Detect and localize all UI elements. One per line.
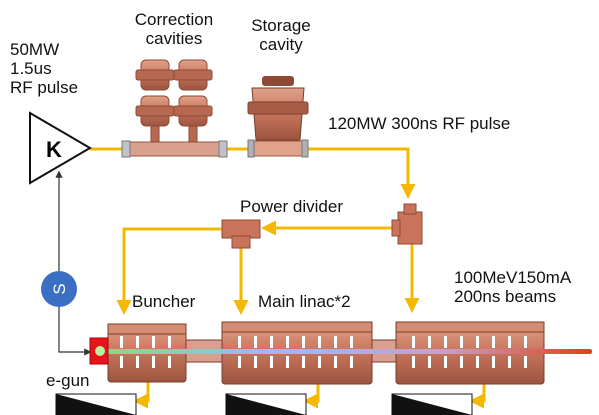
klystron-spec-label: 50MW 1.5us RF pulse [10,40,78,97]
branch-hybrid [221,219,261,249]
correction-cavities [121,59,228,158]
klystron-duration-text: 1.5us [10,59,52,78]
cell-irises [120,336,527,368]
compressed-pulse-label: 120MW 300ns RF pulse [328,114,511,133]
linac1-load [225,393,307,415]
storage-cavity-label: Storage cavity [244,16,318,54]
power-divider [391,203,423,245]
storage-cavity [247,76,309,158]
correction-cavities-label: Correction cavities [124,10,224,48]
klystron-pulse-text: RF pulse [10,78,79,97]
branch-to-buncher-line [116,227,222,315]
linac2-load-line [469,382,486,409]
correction-line1: Correction [134,10,214,29]
linac1-load-line [303,382,320,409]
linac1-irises [238,336,353,368]
source-to-gun-line [58,307,92,356]
storage-line2: cavity [259,35,303,54]
buncher-load-line [133,382,150,409]
klystron-symbol: K [46,137,62,162]
beam-duration-text: 200ns beams [454,287,557,306]
klystron: K [29,111,92,185]
power-divider-label: Power divider [240,197,343,216]
storage-line1: Storage [251,16,311,35]
correction-cavity-2 [173,59,213,143]
buncher-irises [120,336,171,368]
rf-loads [55,393,473,415]
main-linac-label: Main linac*2 [258,292,351,311]
egun-label: e-gun [46,371,90,390]
rf-waveguide-lines [90,147,486,409]
source: S [41,271,77,307]
buncher-label: Buncher [132,292,196,311]
source-symbol: S [50,283,69,294]
correction-cavity-1 [135,59,175,143]
klystron-power-text: 50MW [10,40,60,59]
beam-energy-text: 100MeV150mA [454,268,572,287]
storage-to-divider-line [304,147,416,199]
trigger-lines [55,170,92,356]
linac2-irises [412,336,527,368]
buncher-load [55,393,137,415]
linac2-load [391,393,473,415]
electron-gun [89,337,109,365]
beam-spec-label: 100MeV150mA 200ns beams [454,268,571,306]
correction-line2: cavities [145,29,203,48]
